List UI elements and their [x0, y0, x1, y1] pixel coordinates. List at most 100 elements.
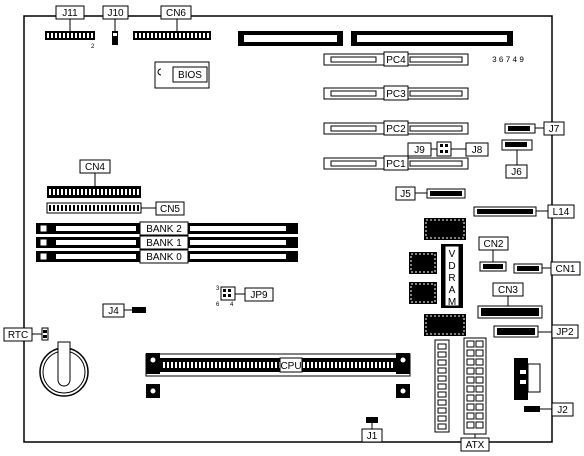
- cn5pins-pin: [65, 205, 67, 211]
- pwrpins-pin: [437, 343, 447, 350]
- cpupins-pin: [375, 362, 377, 368]
- cn5pins-pin: [121, 205, 123, 211]
- atxpins-pin: [466, 421, 475, 429]
- cn6pins-pin: [139, 33, 141, 38]
- cpupins-pin: [187, 362, 189, 368]
- cn5pins-pin: [73, 205, 75, 211]
- cpu-label: CPU: [280, 361, 301, 372]
- atxpins-pin: [466, 412, 475, 420]
- vdram-letter-r: R: [448, 273, 455, 284]
- cn5pins-pin: [61, 205, 63, 211]
- cpupins-pin: [199, 362, 201, 368]
- cpupins-pin: [167, 362, 169, 368]
- cn5pins-pin: [113, 205, 115, 211]
- pwrpins-pin: [437, 399, 447, 406]
- bank0-label: BANK 0: [146, 252, 182, 263]
- cn6pins-pin: [155, 33, 157, 38]
- cn5pins-pin: [137, 205, 139, 211]
- atxpins-pin: [475, 376, 484, 384]
- cpupins-pin: [271, 362, 273, 368]
- cn4pins-pin: [81, 189, 83, 195]
- cn6pins-pin: [163, 33, 165, 38]
- cn4pins-pin: [101, 189, 103, 195]
- cpupins-pin: [363, 362, 365, 368]
- cpupins-pin: [219, 362, 221, 368]
- cn6pins-pin: [159, 33, 161, 38]
- cpupins-pin: [383, 362, 385, 368]
- cn2-label: CN2: [483, 239, 503, 250]
- cn4pins-pin: [121, 189, 123, 195]
- vdram-letter-m: M: [448, 297, 456, 308]
- pc2-label: PC2: [386, 124, 406, 135]
- cn6-connector: CN6: [133, 5, 211, 40]
- cpupins-pin: [327, 362, 329, 368]
- j4-label: J4: [108, 306, 119, 317]
- cpupins-pin: [315, 362, 317, 368]
- cn5pins-pin: [129, 205, 131, 211]
- cn4pins-pin: [73, 189, 75, 195]
- cpu-mount-holes: [146, 353, 410, 398]
- cpupins-pin: [263, 362, 265, 368]
- cpupins-pin: [379, 362, 381, 368]
- cn5-connector: CN5: [46, 201, 185, 216]
- j10-label: J10: [107, 8, 124, 19]
- cn4pins-pin: [93, 189, 95, 195]
- atxpins-pin: [475, 367, 484, 375]
- j11pins-pin: [47, 33, 49, 38]
- top-slots: [238, 31, 513, 46]
- cpupins-pin: [211, 362, 213, 368]
- j11pins-pin: [87, 33, 89, 38]
- cn6pins-pin: [207, 33, 209, 38]
- jp2-connector: JP2: [493, 324, 579, 339]
- j11-header: 2: [45, 31, 95, 50]
- atxpins-pin: [475, 412, 484, 420]
- cpupins-pin: [359, 362, 361, 368]
- cpupins-pin: [195, 362, 197, 368]
- j7-label: J7: [549, 124, 560, 135]
- cpupins-pin: [303, 362, 305, 368]
- cpupins-pin: [323, 362, 325, 368]
- cn5pins-pin: [85, 205, 87, 211]
- j10-jumper: J10: [102, 5, 129, 45]
- j11pins-pin: [91, 33, 93, 38]
- cn5pins-pin: [117, 205, 119, 211]
- j7-connector: J7: [504, 121, 565, 136]
- j11pins-pin: [83, 33, 85, 38]
- j9-j8-jumpers: J9 J8: [407, 141, 489, 157]
- cn3-label: CN3: [498, 285, 518, 296]
- cn5pins-pin: [49, 205, 51, 211]
- j6-connector: J6: [501, 139, 533, 179]
- j6-label: J6: [511, 167, 522, 178]
- cn4pins-pin: [109, 189, 111, 195]
- j11pins-pin: [71, 33, 73, 38]
- cpupins-pin: [339, 362, 341, 368]
- cn1-connector: CN1: [513, 261, 581, 276]
- vdram-letter-a: A: [449, 285, 456, 296]
- l14-label: L14: [553, 207, 570, 218]
- cpupins-pin: [175, 362, 177, 368]
- cn4pins-pin: [137, 189, 139, 195]
- pci-slot-pc2: PC2: [323, 120, 469, 136]
- cpupins-pin: [347, 362, 349, 368]
- cpupins-pin: [255, 362, 257, 368]
- atx-connector: ATX: [460, 337, 490, 452]
- cn5pins-pin: [77, 205, 79, 211]
- serial-number: 36749: [492, 56, 526, 65]
- pwrpins-pin: [437, 351, 447, 358]
- atxpins-pin: [475, 340, 484, 348]
- cpupins-pin: [215, 362, 217, 368]
- cpupins-pin: [275, 362, 277, 368]
- j5-label: J5: [400, 189, 411, 200]
- pwrpins-pin: [437, 407, 447, 414]
- cpupins-pin: [191, 362, 193, 368]
- cpupins-pin: [239, 362, 241, 368]
- cn6pins-pin: [179, 33, 181, 38]
- cn4-connector: CN4: [47, 159, 141, 198]
- jp9-label: JP9: [250, 290, 268, 301]
- j11pins-pin: [75, 33, 77, 38]
- cn6pins-pin: [191, 33, 193, 38]
- cpupins-pin: [331, 362, 333, 368]
- memory-bank-0: BANK 0: [36, 249, 298, 264]
- atxpins-pin: [466, 340, 475, 348]
- cpupins-pin: [355, 362, 357, 368]
